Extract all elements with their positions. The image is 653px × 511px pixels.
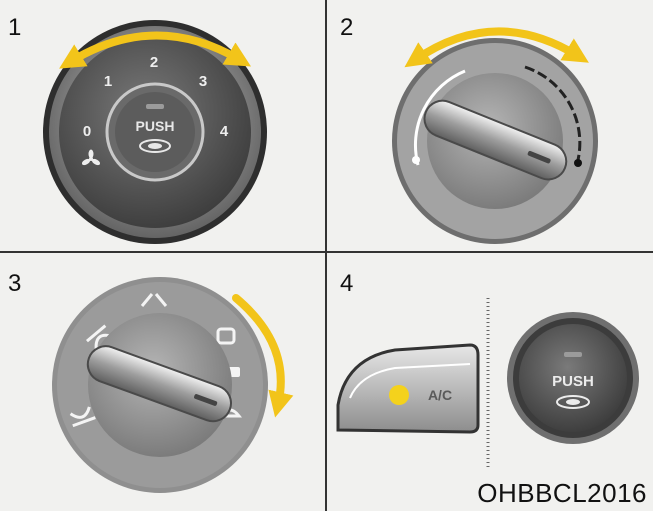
push-indicator-led: [146, 104, 164, 109]
panel-number-3: 3: [8, 270, 22, 297]
panel-number-4: 4: [340, 270, 354, 297]
rotate-both-ways-arrow: [59, 31, 252, 69]
rotate-both-ways-arrow-2: [404, 27, 589, 68]
ac-button-panel: A/C: [336, 343, 480, 434]
fan-speed-label-4: 4: [220, 123, 229, 140]
push-recirculation-knob: PUSH: [507, 312, 639, 444]
push-label: PUSH: [136, 118, 175, 134]
figure-code: OHBBCL2016: [477, 478, 647, 508]
mode-knob-grip: [86, 345, 232, 423]
temperature-knob: [392, 38, 598, 244]
mode-bi-level-icon: [140, 293, 168, 307]
cool-range-mark: [413, 69, 466, 166]
warm-dot: [574, 159, 582, 167]
panel-number-1: 1: [8, 14, 22, 41]
panel-number-2: 2: [340, 14, 354, 41]
fan-speed-label-1: 1: [104, 73, 112, 90]
recirculation-icon-2: [556, 395, 590, 409]
ac-label: A/C: [428, 387, 452, 403]
knob-grip: [423, 99, 568, 181]
push-indicator-led-2: [564, 352, 582, 357]
fan-speed-label-0: 0: [83, 123, 91, 140]
ac-indicator-light: [389, 385, 409, 405]
mode-defrost-floor-icon: [216, 327, 236, 345]
fan-speed-knob: PUSH 0 1 2 3 4: [43, 20, 267, 244]
warm-range-mark: [524, 65, 582, 161]
mode-floor-icon: [69, 406, 96, 428]
recirculation-icon: [139, 139, 171, 153]
cool-dot: [412, 156, 420, 164]
mode-knob: [52, 277, 268, 493]
fan-speed-label-3: 3: [199, 73, 207, 90]
fan-speed-label-2: 2: [150, 54, 158, 71]
rotate-clockwise-arrow: [232, 294, 294, 418]
fan-icon: [81, 149, 101, 166]
push-label-2: PUSH: [552, 373, 594, 390]
